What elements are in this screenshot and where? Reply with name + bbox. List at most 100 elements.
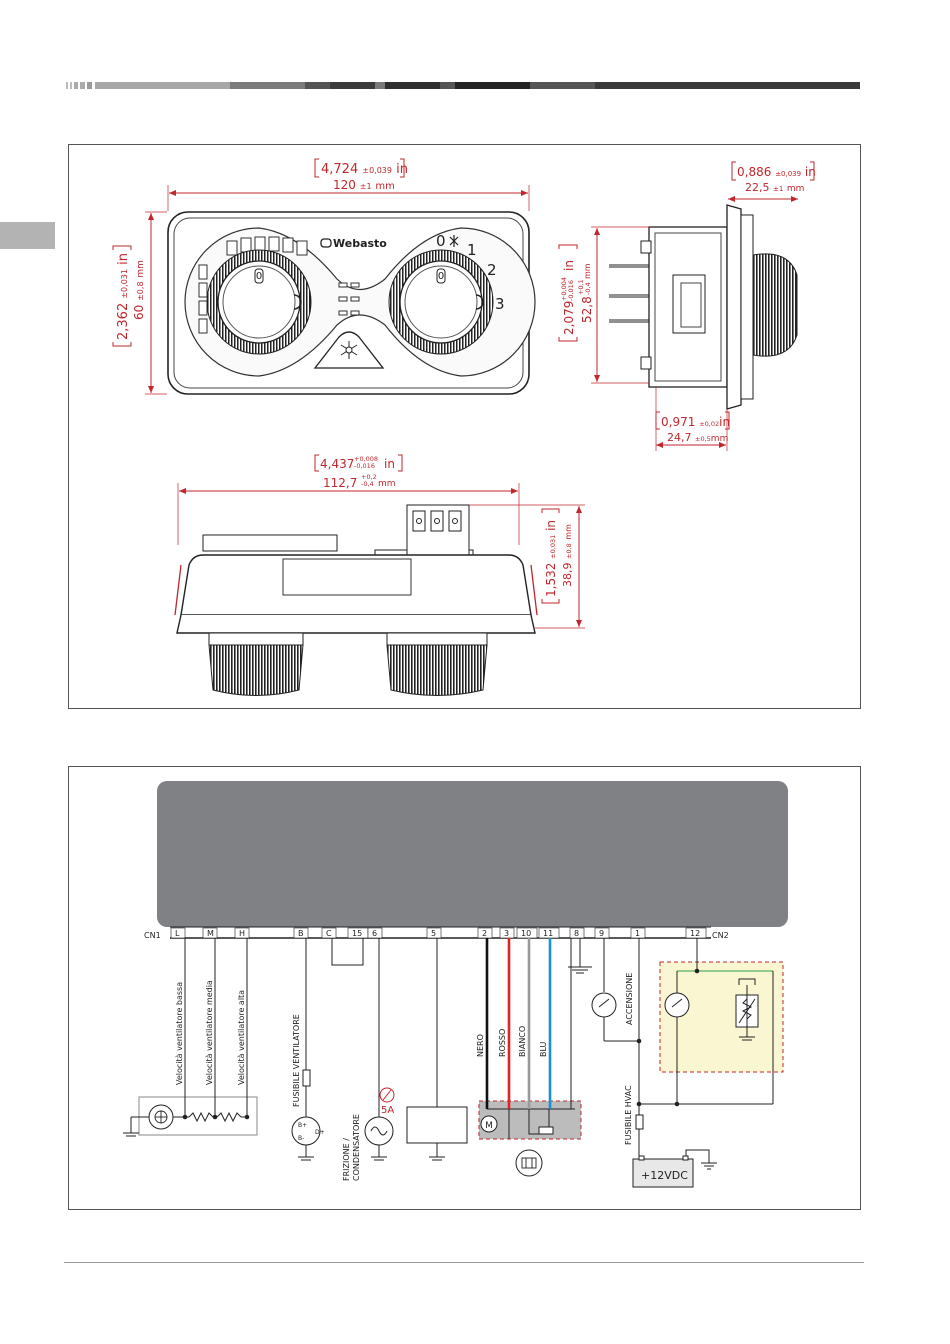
load-box <box>406 1106 468 1144</box>
pin-label: 12 <box>690 929 700 938</box>
pin-box <box>367 927 383 939</box>
control-module <box>157 781 788 927</box>
pin-box <box>426 927 442 939</box>
cn1-label: CN1 <box>144 931 161 940</box>
pin-label: L <box>175 929 180 938</box>
pin-label: 5 <box>431 929 436 938</box>
svg-text:+0,1: +0,1 <box>577 279 585 295</box>
temperature-scale <box>198 236 308 334</box>
fan-speed-knob: 0 <box>388 249 494 355</box>
svg-text:Webasto: Webasto <box>333 237 387 250</box>
fan-mark-3: 3 <box>495 295 505 313</box>
svg-text:mm: mm <box>583 263 592 279</box>
svg-text:B-: B- <box>298 1135 304 1142</box>
svg-text:38,9 ±0,8 mm: 38,9 ±0,8 mm <box>561 524 574 587</box>
webasto-logo: Webasto <box>320 237 387 250</box>
fan-motor-icon <box>154 1110 168 1124</box>
svg-text:in: in <box>562 260 576 271</box>
clutch-icon <box>364 1116 394 1161</box>
front-view: 0 0 0 1 2 3 Webasto <box>112 158 536 395</box>
pin-label: 9 <box>599 929 604 938</box>
svg-text:112,7: 112,7 <box>323 476 357 490</box>
pin-box <box>630 927 646 939</box>
cn2-label: CN2 <box>712 931 729 940</box>
svg-text:+0,008: +0,008 <box>354 455 378 463</box>
speed-low-label: Velocità ventilatore bassa <box>175 982 184 1085</box>
ac-button <box>313 331 385 369</box>
pin-box <box>170 927 186 939</box>
svg-text:-0,4: -0,4 <box>584 282 592 295</box>
actuator-icon <box>521 1157 537 1169</box>
pin-label: 3 <box>504 929 509 938</box>
wire-nero-label: NERO <box>476 1034 485 1057</box>
svg-text:24,7 ±0,5mm: 24,7 ±0,5mm <box>667 431 728 444</box>
svg-text:52,8: 52,8 <box>580 296 594 323</box>
svg-text:-0,016: -0,016 <box>567 280 575 301</box>
hvac-fuse <box>635 1114 644 1130</box>
pin-box <box>569 927 585 939</box>
clutch-label-2: CONDENSATORE <box>352 1114 361 1181</box>
sensor-group <box>659 938 784 1104</box>
speed-high-label: Velocità ventilatore alta <box>237 990 246 1085</box>
pin-box <box>234 927 250 939</box>
fuse-5a-label: 5A <box>381 1105 394 1116</box>
svg-text:in: in <box>384 457 395 471</box>
pin-box <box>516 927 538 939</box>
svg-text:D+: D+ <box>315 1129 325 1136</box>
pin-label: B <box>298 929 304 938</box>
wire-blu-label: BLU <box>539 1041 548 1057</box>
temp-zero-label: 0 <box>256 271 262 282</box>
pin-label: 2 <box>482 929 487 938</box>
pin-box <box>321 927 337 939</box>
clutch-fuse-icon: 5A <box>379 1087 395 1116</box>
svg-text:0,886 ±0,039 in: 0,886 ±0,039 in <box>737 165 816 179</box>
ignition-label: ACCENSIONE <box>625 973 634 1025</box>
dimension-drawing-panel: 0 0 0 1 2 3 Webasto <box>68 144 861 709</box>
svg-text:mm: mm <box>378 479 396 489</box>
svg-text:0,971 ±0,02in: 0,971 ±0,02in <box>661 415 730 429</box>
pin-label: 11 <box>543 929 553 938</box>
svg-text:1,532 ±0,031 in: 1,532 ±0,031 in <box>544 520 558 597</box>
svg-text:60 ±0,8 mm: 60 ±0,8 mm <box>132 260 146 320</box>
pin-box <box>685 927 707 939</box>
wire-rosso-label: ROSSO <box>498 1029 507 1057</box>
fan-relay-icon: B+D+ B- <box>291 1116 325 1161</box>
header-bar <box>66 82 860 89</box>
pin-label: 8 <box>574 929 579 938</box>
top-view: 4,437 +0,008 -0,016 in 112,7 +0,2 -0,4 m… <box>174 454 585 696</box>
fan-mark-2: 2 <box>487 261 497 279</box>
footer-rule <box>64 1262 864 1263</box>
snowflake-icon <box>340 341 358 359</box>
pin-box <box>594 927 610 939</box>
motor-label: M <box>485 1121 493 1131</box>
temperature-knob: 0 <box>206 249 312 355</box>
svg-text:+0,004: +0,004 <box>560 277 568 301</box>
pin-label: M <box>207 929 214 938</box>
dimension-drawing: 0 0 0 1 2 3 Webasto <box>112 158 816 696</box>
pin-label: 6 <box>372 929 377 938</box>
svg-text:2,079: 2,079 <box>562 301 576 335</box>
clutch-label-1: FRIZIONE / <box>342 1138 351 1181</box>
svg-text:-0,4: -0,4 <box>361 480 374 488</box>
battery: +12VDC <box>632 1149 717 1188</box>
svg-text:120 ±1 mm: 120 ±1 mm <box>333 178 395 192</box>
supply-label: +12VDC <box>641 1169 688 1182</box>
fan-icon <box>449 235 459 247</box>
pin-box <box>499 927 515 939</box>
svg-text:2,362 ±0,031 in: 2,362 ±0,031 in <box>116 253 131 340</box>
hvac-fuse-label: FUSIBILE HVAC <box>624 1085 633 1145</box>
fan-mark-1: 1 <box>467 241 477 259</box>
svg-text:4,724 ±0,039 in: 4,724 ±0,039 in <box>321 162 408 177</box>
fan-mark-0: 0 <box>436 232 446 250</box>
svg-text:22,5 ±1 mm: 22,5 ±1 mm <box>745 181 804 194</box>
svg-text:-0,016: -0,016 <box>354 462 375 470</box>
pin-box <box>293 927 309 939</box>
side-view: 0,886 ±0,039 in 22,5 ±1 mm 2,079 +0,004 … <box>558 161 816 451</box>
pin-label: 1 <box>635 929 640 938</box>
status-leds <box>338 282 360 316</box>
fan-fuse <box>302 1069 311 1087</box>
pin-label: H <box>239 929 245 938</box>
